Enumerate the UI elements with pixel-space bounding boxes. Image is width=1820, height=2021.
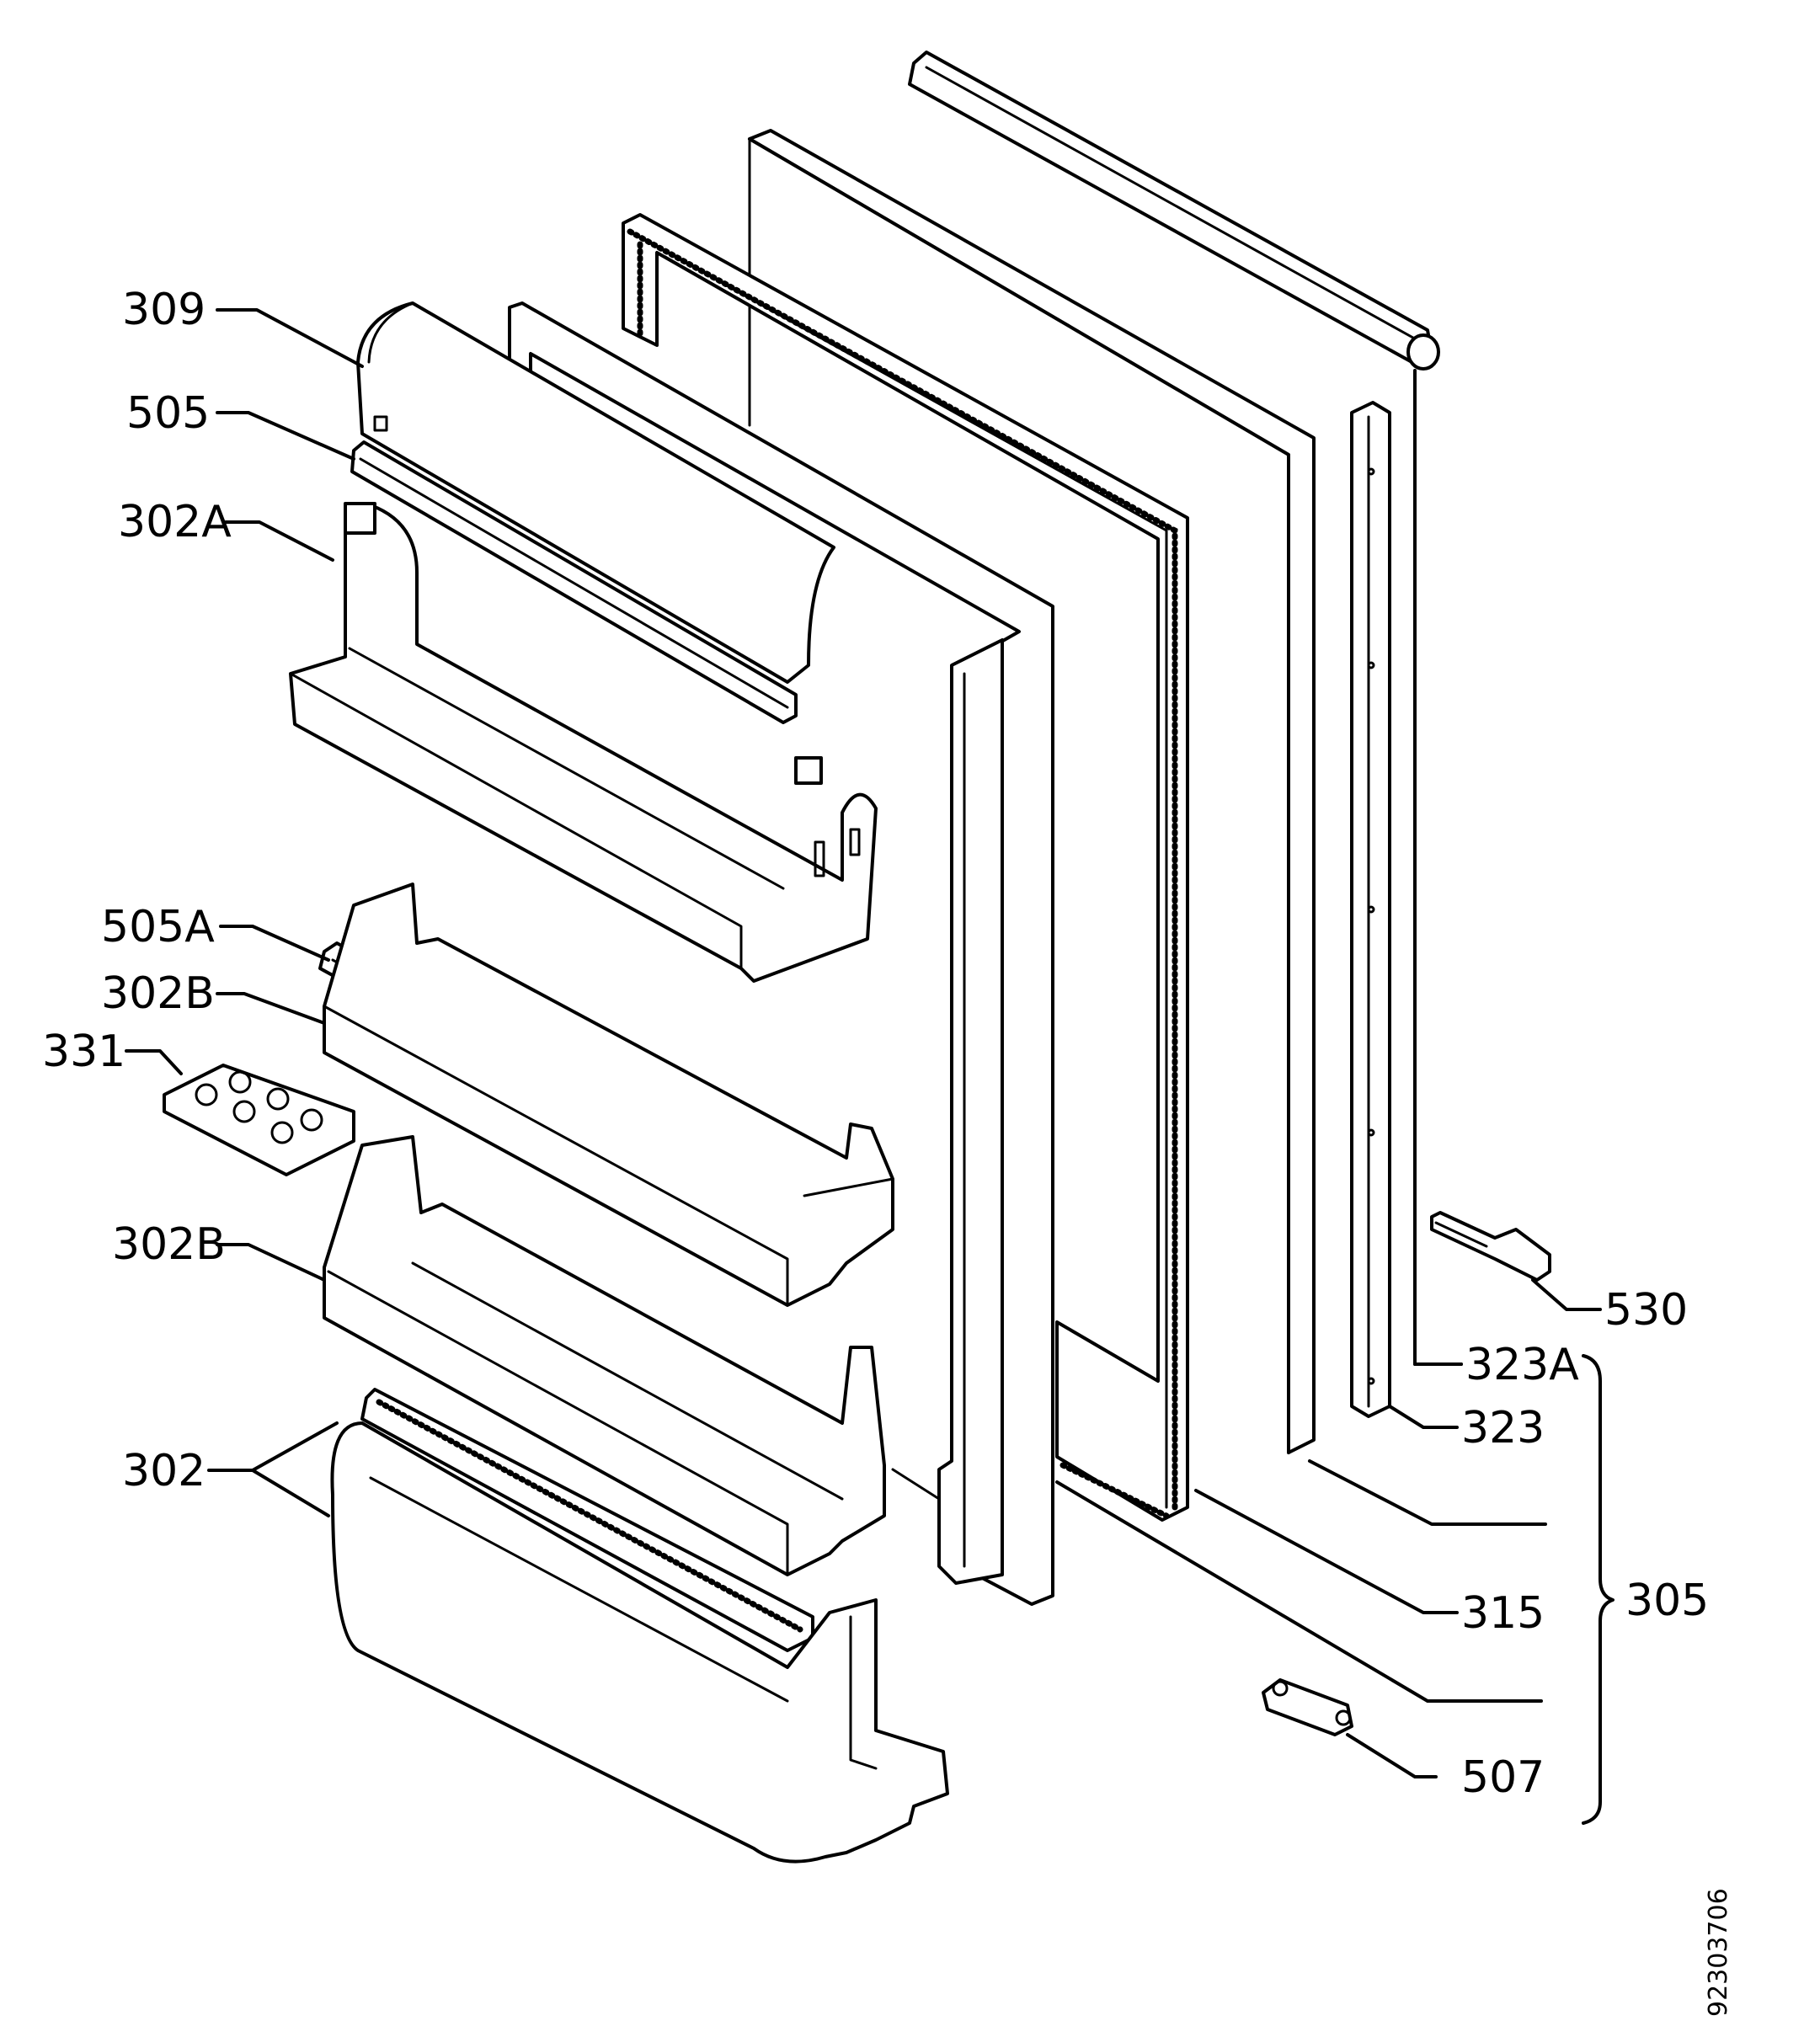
drawing-number: 92303706: [1704, 1888, 1733, 2017]
door-shelf-302B-upper: [323, 883, 894, 1307]
label-302B-bottom: 302B: [112, 1219, 226, 1270]
label-302A: 302A: [118, 497, 232, 547]
part-labels: 309 505 302A 505A 302B 331 302B 302 530 …: [42, 285, 1733, 2017]
label-530: 530: [1604, 1285, 1688, 1336]
label-302B-top: 302B: [101, 968, 215, 1019]
label-505: 505: [126, 388, 210, 439]
door-shelf-302A: [289, 502, 878, 983]
label-323: 323: [1461, 1403, 1545, 1453]
leader-lines: [125, 308, 1602, 1778]
label-331: 331: [42, 1026, 125, 1077]
label-315: 315: [1461, 1588, 1545, 1639]
door-shelf-302B-lower: [323, 1135, 886, 1576]
label-309: 309: [122, 285, 205, 335]
hinge-cover-530: [1430, 1211, 1551, 1282]
shelf-flap: [356, 301, 835, 684]
bottle-shelf: [330, 1388, 949, 1864]
retaining-bar: [350, 440, 798, 724]
label-507: 507: [1461, 1752, 1545, 1803]
label-323A: 323A: [1465, 1340, 1579, 1390]
top-trim-rail: [908, 51, 1440, 371]
inner-door-liner: [508, 301, 1054, 1606]
part-507: [1262, 1678, 1353, 1736]
hinge-strip: [1350, 401, 1391, 1418]
label-505A: 505A: [101, 902, 215, 952]
door-gasket: [622, 213, 1189, 1522]
label-305: 305: [1625, 1576, 1709, 1626]
label-302: 302: [122, 1446, 205, 1496]
assembly-bracket: [1582, 1354, 1615, 1825]
egg-tray: [163, 1064, 355, 1176]
